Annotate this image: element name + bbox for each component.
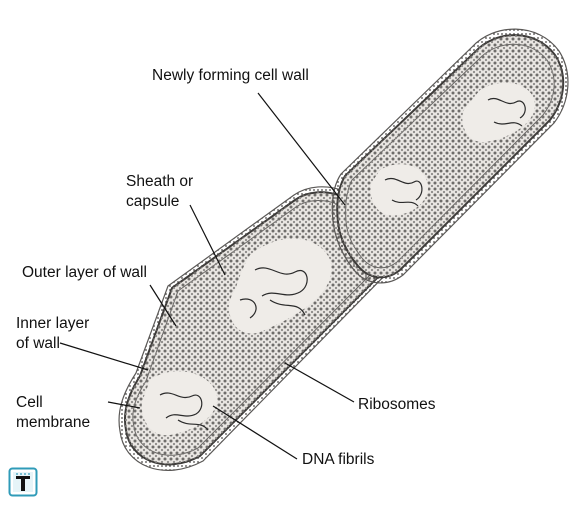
label-inner-layer-line2: of wall [16, 334, 60, 354]
label-cell-membrane-line2: membrane [16, 413, 90, 433]
label-sheath-line2: capsule [126, 192, 179, 212]
label-inner-layer-line1: Inner layer [16, 314, 89, 334]
label-newly-forming-cell-wall: Newly forming cell wall [152, 66, 309, 86]
text-tool-icon[interactable] [8, 467, 38, 497]
label-sheath-line1: Sheath or [126, 172, 193, 192]
upper-cell [330, 20, 580, 290]
leader-inner-layer [60, 343, 148, 370]
leader-newly-forming-cell-wall [258, 93, 345, 205]
leader-ribosomes [285, 363, 354, 402]
label-outer-layer-of-wall: Outer layer of wall [22, 263, 147, 283]
text-tool-icon-graphic [8, 467, 38, 497]
label-cell-membrane-line1: Cell [16, 393, 43, 413]
label-ribosomes: Ribosomes [358, 395, 436, 415]
label-dna-fibrils: DNA fibrils [302, 450, 374, 470]
